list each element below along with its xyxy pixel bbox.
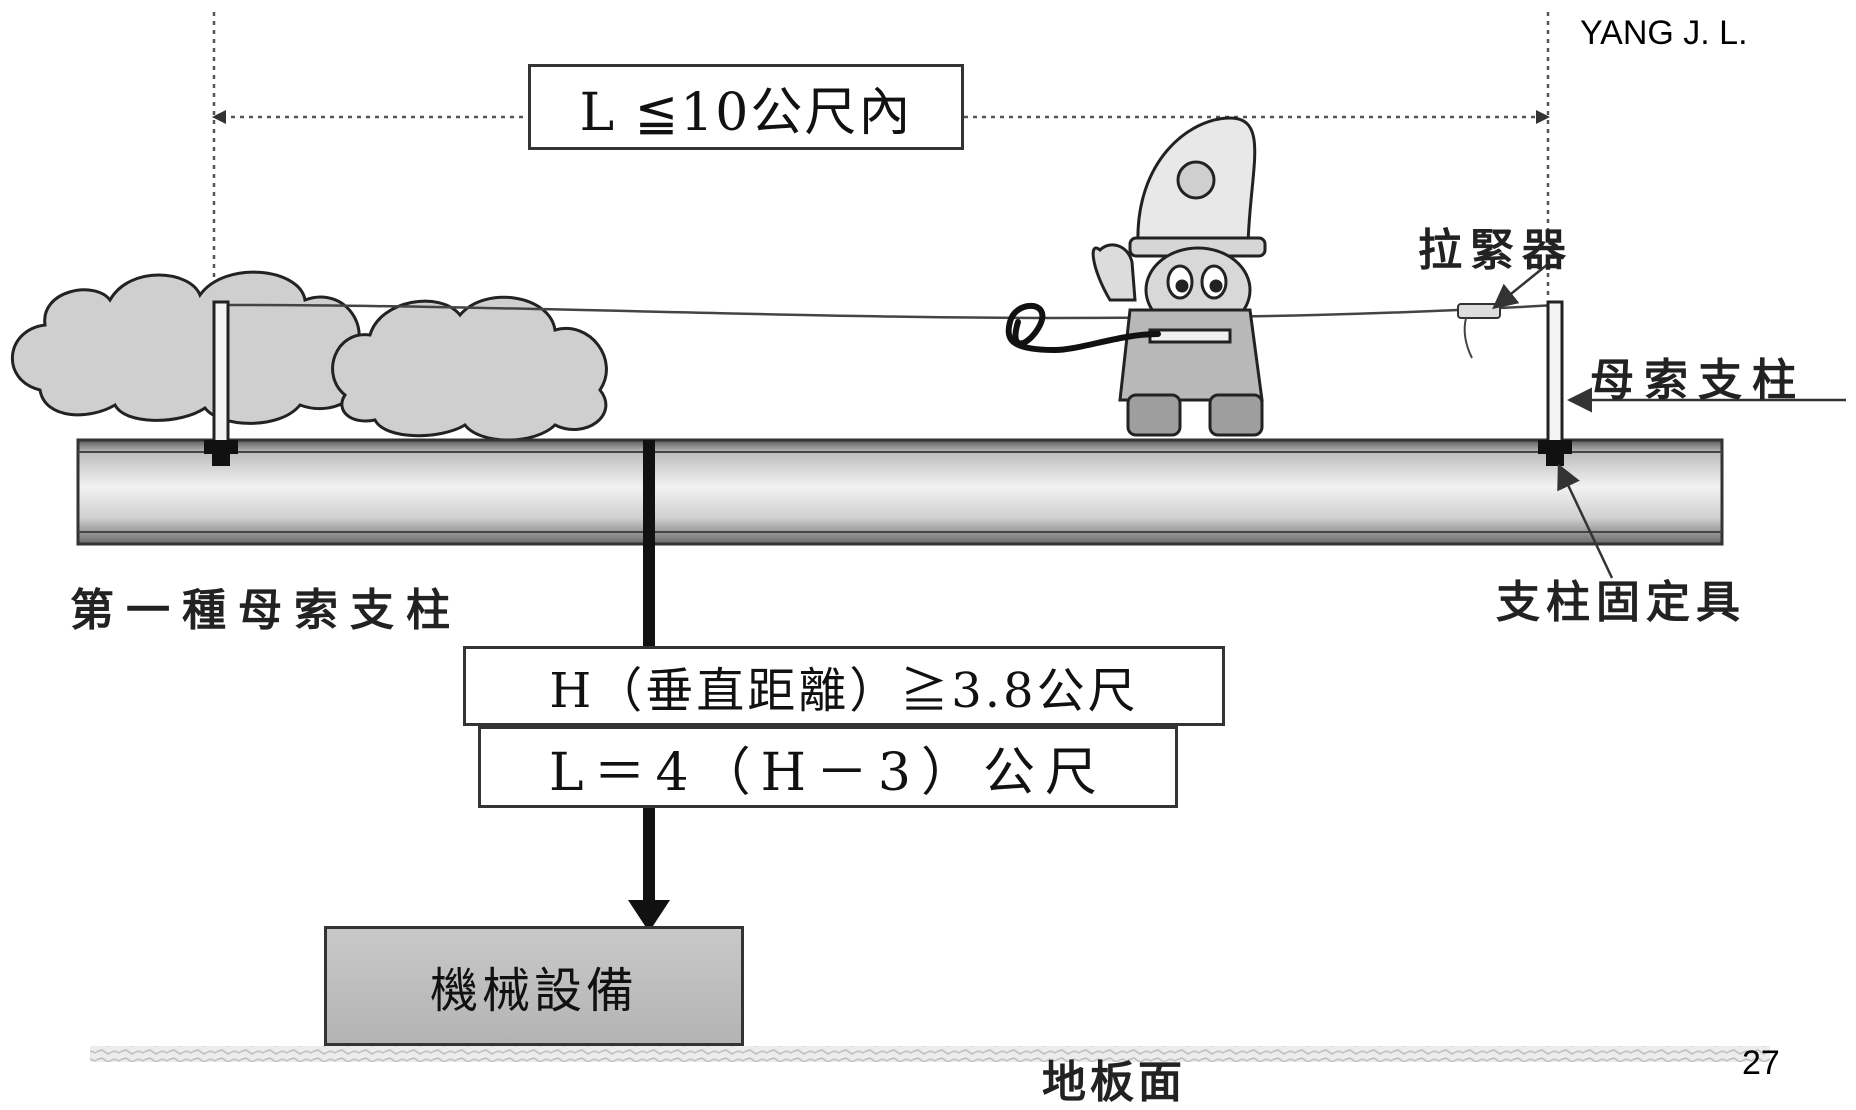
post-fixture-label: 支柱固定具 [1496,577,1746,628]
span-dimension [212,12,1550,340]
span-limit-box: L ≦10公尺內 [528,64,964,150]
first-type-post-label: 第一種母索支柱 [70,585,462,636]
floor-label: 地板面 [1042,1057,1186,1108]
first-type-post [204,300,238,466]
author-label: YANG J. L. [1580,14,1748,52]
cloud-icon [11,270,608,442]
tensioner-label: 拉緊器 [1418,225,1574,276]
span-arrow-left [212,110,226,124]
length-formula-box: L＝4（H－3）公尺 [478,726,1178,808]
lifeline-post-label: 母索支柱 [1590,355,1806,406]
lifeline-cable [225,303,1557,320]
fixture-leader [1557,463,1614,579]
floor-surface [90,1046,1770,1062]
worker-icon [1091,116,1267,437]
page-number: 27 [1742,1044,1780,1082]
machinery-box: 機械設備 [324,926,744,1046]
vertical-distance-box: H（垂直距離）≧3.8公尺 [463,646,1225,726]
tensioner-icon [1457,303,1501,359]
steel-beam [76,438,1724,546]
lanyard-icon [1005,302,1161,354]
span-arrow-right [1536,110,1550,124]
tensioner-leader [1492,263,1549,310]
lifeline-post [1538,300,1572,466]
